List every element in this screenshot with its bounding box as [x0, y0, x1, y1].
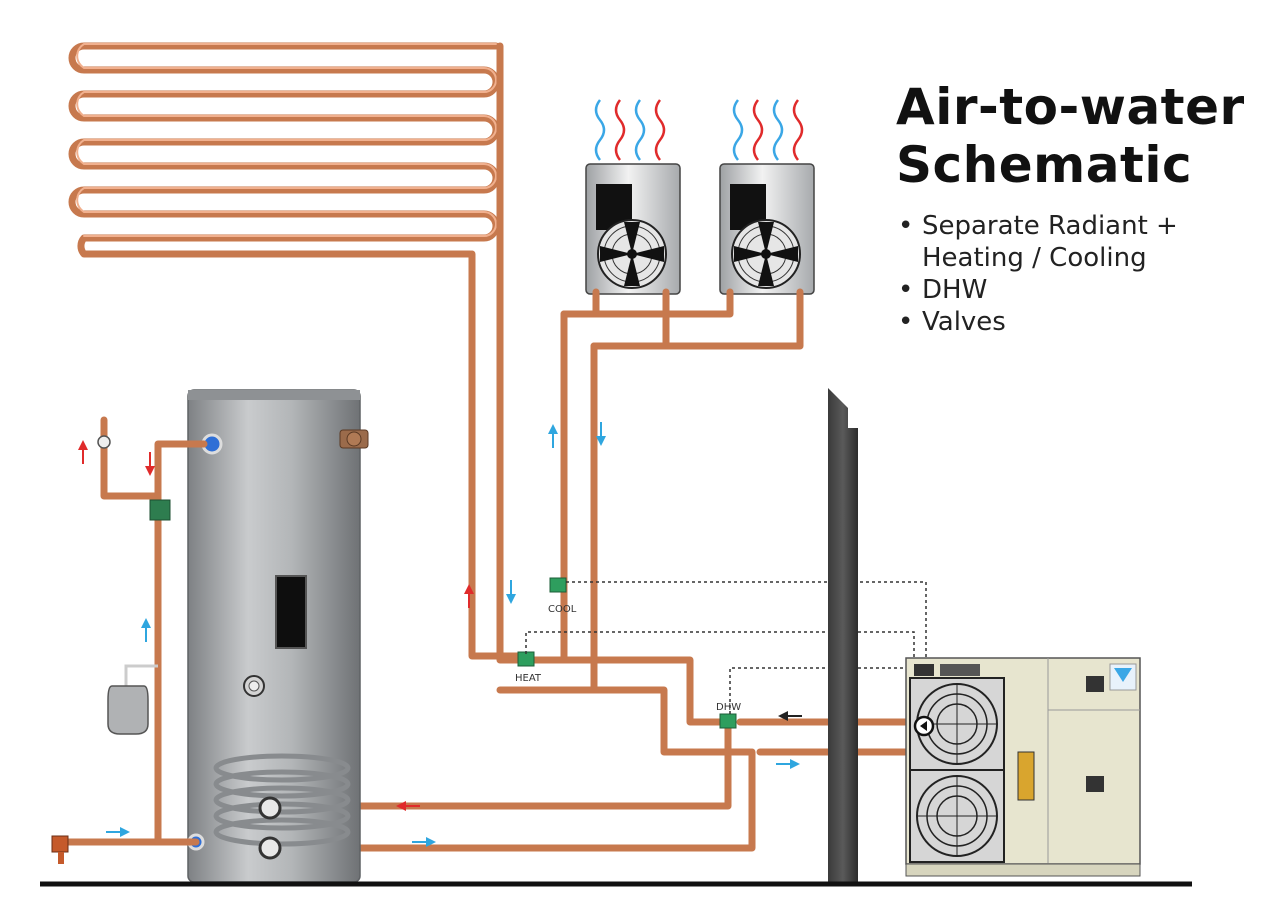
list-item: DHW [896, 274, 1266, 306]
arrow-left-icon [778, 711, 802, 721]
title-block: Air-to-water Schematic Separate Radiant … [896, 78, 1266, 338]
fan-coil-unit [585, 99, 681, 295]
circulator-pump-icon [913, 715, 935, 737]
dhw-valve-label: DHW [716, 702, 741, 713]
temperature-gauge-icon [97, 435, 111, 449]
cool-valve-label: COOL [548, 604, 577, 615]
arrow-right-icon [412, 837, 436, 847]
arrow-up-icon [464, 584, 474, 608]
dhw-coil-piping [270, 718, 756, 852]
cool-zone-valve: COOL [548, 577, 577, 615]
arrow-right-icon [106, 827, 130, 837]
flow-arrows [78, 422, 802, 847]
wall [828, 388, 858, 882]
fan-icon [734, 222, 798, 286]
tank-relief-valve [339, 429, 369, 449]
arrow-down-icon [145, 452, 155, 476]
arrow-left-icon [396, 801, 420, 811]
heat-valve-label: HEAT [515, 673, 542, 684]
arrow-up-icon [548, 424, 558, 448]
dhw-diverting-valve: DHW [716, 702, 741, 729]
expansion-tank [107, 685, 149, 735]
arrow-right-icon [776, 759, 800, 769]
heat-waves-icon [594, 99, 666, 161]
arrow-up-icon [78, 440, 88, 464]
domestic-water-piping [51, 416, 208, 864]
arrow-up-icon [141, 618, 151, 642]
fan-icon [600, 222, 664, 286]
arrow-down-icon [506, 580, 516, 604]
list-item: Valves [896, 306, 1266, 338]
page-title-line-1: Air-to-water [896, 78, 1245, 136]
cold-inlet-valve [51, 835, 69, 864]
mixing-valve [149, 499, 171, 521]
list-item: Separate Radiant + Heating / Cooling [896, 210, 1266, 274]
feature-list: Separate Radiant + Heating / Cooling DHW… [896, 210, 1266, 338]
radiant-floor-coil [68, 42, 522, 664]
fan-coil-unit [719, 99, 815, 295]
fan-coil-piping [496, 288, 910, 756]
heat-waves-icon [732, 99, 804, 161]
arrow-down-icon [596, 422, 606, 446]
storage-tank [187, 389, 369, 883]
control-wiring [525, 581, 927, 714]
heat-pump-unit [905, 657, 1141, 877]
fan-icon [909, 769, 1005, 863]
page-title-line-2: Schematic [896, 136, 1193, 194]
